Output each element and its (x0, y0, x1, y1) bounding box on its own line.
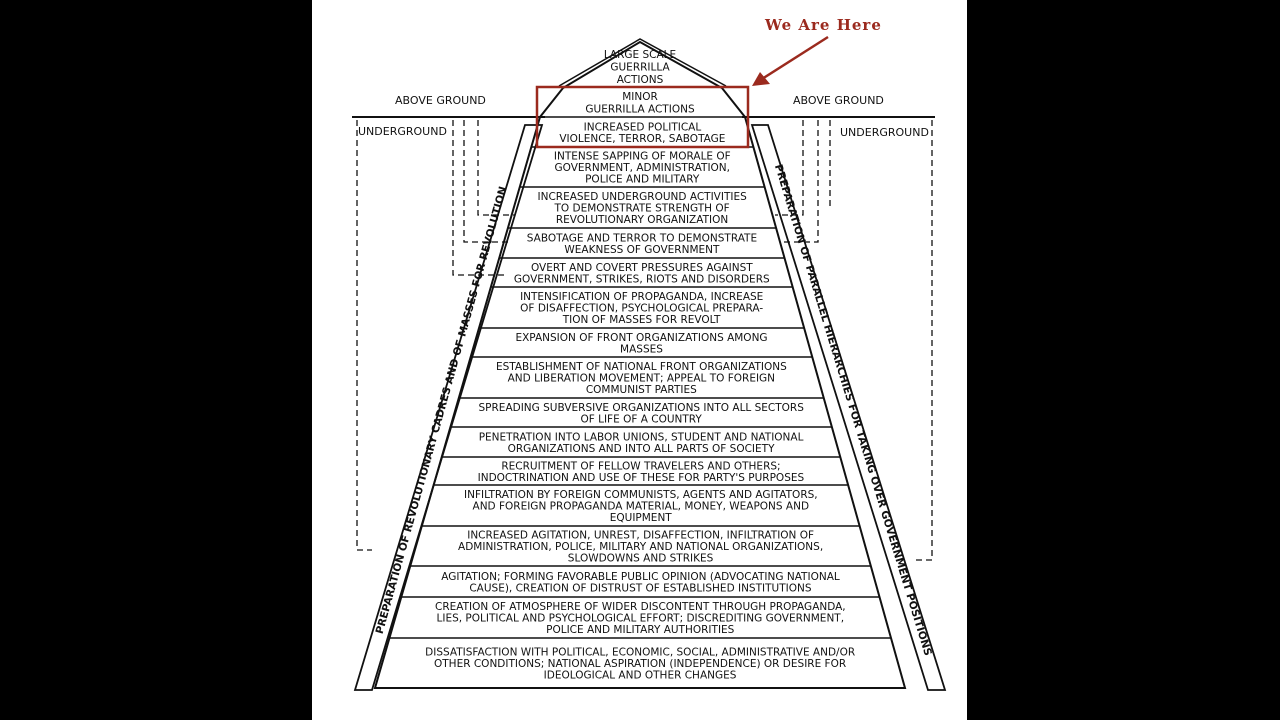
stage-text-line: INFILTRATION BY FOREIGN COMMUNISTS, AGEN… (464, 489, 818, 501)
stage-text-line: TO DEMONSTRATE STRENGTH OF (553, 203, 729, 215)
we-are-here-label: We Are Here (764, 16, 882, 34)
stage-text-line: CAUSE), CREATION OF DISTRUST OF ESTABLIS… (469, 582, 812, 594)
underground-left-label: UNDERGROUND (358, 125, 447, 138)
diagram-panel (312, 0, 967, 720)
stage-text-line: VIOLENCE, TERROR, SABOTAGE (559, 133, 725, 145)
underground-dashed-lines (356, 120, 933, 561)
stage-text-line: INCREASED POLITICAL (584, 121, 702, 133)
stage-text-line: ADMINISTRATION, POLICE, MILITARY AND NAT… (458, 541, 823, 553)
right-strip (750, 124, 947, 691)
stage-text-line: ORGANIZATIONS AND INTO ALL PARTS OF SOCI… (508, 443, 776, 455)
stage-text-line: EXPANSION OF FRONT ORGANIZATIONS AMONG (515, 332, 767, 344)
stage-text-line: AND FOREIGN PROPAGANDA MATERIAL, MONEY, … (473, 501, 810, 513)
stage-text-line: OVERT AND COVERT PRESSURES AGAINST (531, 262, 753, 274)
stage-text-line: RECRUITMENT OF FELLOW TRAVELERS AND OTHE… (501, 460, 780, 472)
apex-roof (558, 38, 727, 87)
stage-text-line: COMMUNIST PARTIES (586, 384, 697, 396)
stage-text-line: AGITATION; FORMING FAVORABLE PUBLIC OPIN… (441, 571, 840, 583)
stage-text-line: GOVERNMENT, STRIKES, RIOTS AND DISORDERS (514, 273, 770, 285)
underground-right-label: UNDERGROUND (840, 126, 929, 139)
above-ground-left-label: ABOVE GROUND (395, 94, 486, 107)
stage-text-line: TION OF MASSES FOR REVOLT (562, 314, 721, 326)
stage-text-line: GUERRILLA (610, 62, 670, 74)
stage-text-line: INDOCTRINATION AND USE OF THESE FOR PART… (478, 472, 805, 484)
pyramid-outline (373, 40, 907, 689)
above-ground-right-label: ABOVE GROUND (793, 94, 884, 107)
we-are-here-highlight-box (535, 85, 750, 149)
stage-text-line: INTENSIFICATION OF PROPAGANDA, INCREASE (520, 291, 763, 303)
stage-text-line: PENETRATION INTO LABOR UNIONS, STUDENT A… (479, 431, 804, 443)
stage-text-line: REVOLUTIONARY ORGANIZATION (556, 214, 728, 226)
stage-text-line: INTENSE SAPPING OF MORALE OF (554, 151, 731, 163)
stage-text-line: GUERRILLA ACTIONS (585, 104, 695, 116)
stage-text-line: OTHER CONDITIONS; NATIONAL ASPIRATION (I… (434, 658, 846, 670)
stage-text-line: WEAKNESS OF GOVERNMENT (564, 244, 720, 256)
annotation-arrow (761, 35, 829, 81)
stage-text-line: OF LIFE OF A COUNTRY (580, 413, 702, 425)
stage-text-line: SABOTAGE AND TERROR TO DEMONSTRATE (527, 232, 757, 244)
arrow-head-icon (752, 72, 770, 86)
stage-text-line: ACTIONS (617, 74, 664, 86)
stage-text-line: MASSES (620, 343, 663, 355)
stage-text-line: EQUIPMENT (610, 512, 673, 524)
stage-text-line: IDEOLOGICAL AND OTHER CHANGES (544, 670, 737, 682)
stage-text-line: INCREASED AGITATION, UNREST, DISAFFECTIO… (467, 530, 814, 542)
stage-text-line: OF DISAFFECTION, PSYCHOLOGICAL PREPARA- (520, 303, 763, 315)
stage-text-line: SPREADING SUBVERSIVE ORGANIZATIONS INTO … (479, 402, 805, 414)
stage-text-line: LARGE SCALE (604, 49, 676, 61)
stage-text-line: SLOWDOWNS AND STRIKES (568, 553, 714, 565)
stage-text-line: GOVERNMENT, ADMINISTRATION, (555, 162, 730, 174)
stage-text-line: DISSATISFACTION WITH POLITICAL, ECONOMIC… (425, 647, 855, 659)
stage-text-line: CREATION OF ATMOSPHERE OF WIDER DISCONTE… (435, 601, 846, 613)
stage-text-line: ESTABLISHMENT OF NATIONAL FRONT ORGANIZA… (496, 361, 787, 373)
stage-text-line: AND LIBERATION MOVEMENT; APPEAL TO FOREI… (508, 373, 775, 385)
stage-text-line: MINOR (622, 91, 658, 103)
stage-text-line: LIES, POLITICAL AND PSYCHOLOGICAL EFFORT… (437, 613, 845, 625)
stage-text-line: POLICE AND MILITARY AUTHORITIES (546, 624, 735, 636)
stage-text-line: INCREASED UNDERGROUND ACTIVITIES (538, 191, 748, 203)
stage-text-line: POLICE AND MILITARY (585, 174, 700, 186)
